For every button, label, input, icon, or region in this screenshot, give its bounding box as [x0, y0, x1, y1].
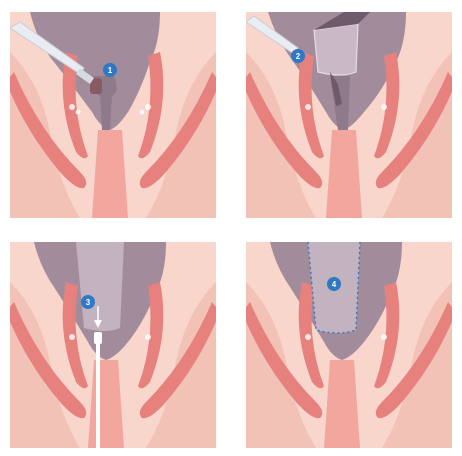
step-1-panel: 1 — [10, 12, 216, 218]
step-4-panel: 4 — [246, 242, 452, 448]
step-3-panel: 3 — [10, 242, 216, 448]
anatomy-illustration: 4 — [246, 242, 452, 448]
step-badge: 2 — [291, 49, 305, 63]
svg-text:1: 1 — [108, 66, 113, 75]
svg-text:2: 2 — [296, 52, 301, 61]
anatomy-illustration: 1 — [10, 12, 216, 218]
svg-text:3: 3 — [86, 298, 91, 307]
step-badge: 3 — [81, 295, 95, 309]
anatomy-illustration: 2 — [246, 12, 452, 218]
step-badge: 4 — [327, 277, 341, 291]
svg-text:4: 4 — [332, 280, 337, 289]
step-2-panel: 2 — [246, 12, 452, 218]
step-badge: 1 — [103, 63, 117, 77]
anatomy-illustration: 3 — [10, 242, 216, 448]
anal-canal — [92, 130, 128, 218]
